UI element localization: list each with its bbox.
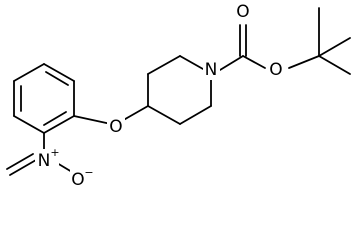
atom-o-carbonyl: O <box>236 2 249 22</box>
atom-n-piperidine: N <box>205 60 218 80</box>
bond-nitro-oxygen-double-1 <box>9 159 37 176</box>
atom-o-nitro-background <box>70 168 94 190</box>
atom-o-ester: O <box>269 60 282 80</box>
bond-nitro-oxygen-double-2 <box>6 153 34 170</box>
atom-n-nitro: N <box>38 151 51 171</box>
atom-o-ether-background <box>107 115 125 137</box>
atom-n-piperidine-background <box>203 58 220 80</box>
bond-benzene-4 <box>13 115 45 134</box>
atom-o-nitro: O <box>71 170 84 190</box>
bond-ester-oxygen-tert-carbon <box>288 55 320 69</box>
bond-benzene-double-1 <box>45 71 69 86</box>
atom-o-carbonyl-background <box>234 0 252 22</box>
bond-piperidine-3 <box>179 55 204 70</box>
bond-piperidine-6 <box>147 105 181 125</box>
bond-benzene-6 <box>13 63 45 82</box>
bond-aryl-oxygen <box>73 115 112 125</box>
atom-n-nitro-charge: + <box>50 146 59 159</box>
bond-tert-butyl-upper-right <box>318 37 351 57</box>
atom-o-nitro-charge: − <box>84 166 93 179</box>
atom-o-ester-background <box>267 58 285 80</box>
bond-tert-butyl-lower-right <box>318 55 351 75</box>
bond-piperidine-2 <box>147 55 181 75</box>
bond-benzene-3 <box>43 115 75 134</box>
bond-nitrogen-carbonyl <box>219 55 244 71</box>
atom-n-nitro-background <box>35 149 59 171</box>
molecule-structure: N O O O N + O − <box>6 0 351 190</box>
bond-piperidine-5 <box>179 105 212 125</box>
bond-benzene-1 <box>43 63 75 82</box>
atom-labels: N O O O N + O − <box>35 0 285 190</box>
atom-o-ether: O <box>109 117 122 137</box>
bond-carbonyl-ester-oxygen <box>242 55 266 69</box>
bond-benzene-double-2 <box>43 111 67 126</box>
